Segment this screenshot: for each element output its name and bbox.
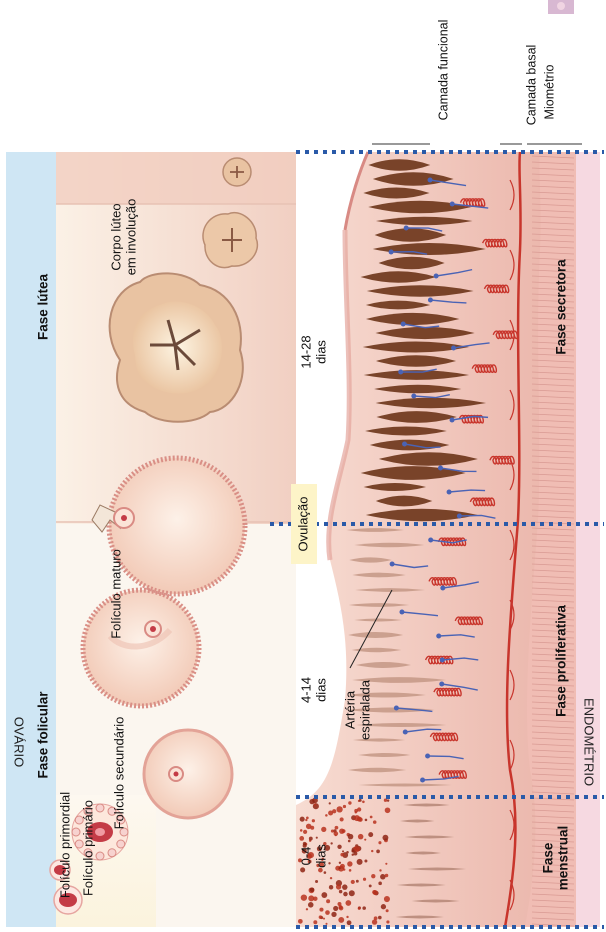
myometrium-label: Miométrio <box>542 65 556 120</box>
functional-layer-label: Camada funcional <box>436 20 450 121</box>
days-proliferative-1: 4-14 <box>298 677 313 703</box>
endometrium-label: ENDOMÉTRIO <box>582 698 597 786</box>
days-menstrual-2: dias <box>313 844 328 868</box>
corpus-luteum <box>110 273 243 421</box>
days-secretory-2: dias <box>313 340 328 364</box>
secondary-follicle-label: Folículo secundário <box>111 717 126 830</box>
corpus-albicans <box>223 158 251 186</box>
ovary-band <box>6 152 30 927</box>
follicular-phase-label: Fase folicular <box>36 691 51 779</box>
spiral-artery-label-1: Artéria <box>342 690 357 729</box>
ovulation-label: Ovulação <box>295 497 310 552</box>
corpus-luteum-label-2: em involução <box>123 199 138 276</box>
ovary-label: OVÁRIO <box>12 717 27 768</box>
secretory-phase-label: Fase secretora <box>554 259 569 355</box>
days-proliferative-2: dias <box>313 678 328 702</box>
corpus-luteum-involution <box>203 213 257 268</box>
corpus-luteum-label-1: Corpo lúteo <box>108 203 123 270</box>
thumbnail-icon <box>548 0 574 14</box>
days-menstrual-1: 0-4 <box>298 847 313 866</box>
proliferative-phase-label: Fase proliferativa <box>554 605 569 717</box>
late-luteal-strip <box>56 152 296 204</box>
menstrual-phase-label-2: menstrual <box>556 826 571 891</box>
endometrium-band <box>576 152 600 927</box>
mature-follicle-a <box>83 590 199 706</box>
basal-layer-label: Camada basal <box>524 45 538 126</box>
spiral-artery-label-2: espiralada <box>357 679 372 740</box>
primordial-follicle-label: Folículo primordial <box>57 792 72 898</box>
primary-follicle-label: Folículo primário <box>80 800 95 896</box>
menstrual-phase-label-1: Fase <box>541 842 556 873</box>
secondary-follicle <box>144 730 232 818</box>
luteal-phase-label: Fase lútea <box>36 273 51 340</box>
mature-follicle-label: Folículo maturo <box>108 549 123 639</box>
days-secretory-1: 14-28 <box>298 335 313 368</box>
